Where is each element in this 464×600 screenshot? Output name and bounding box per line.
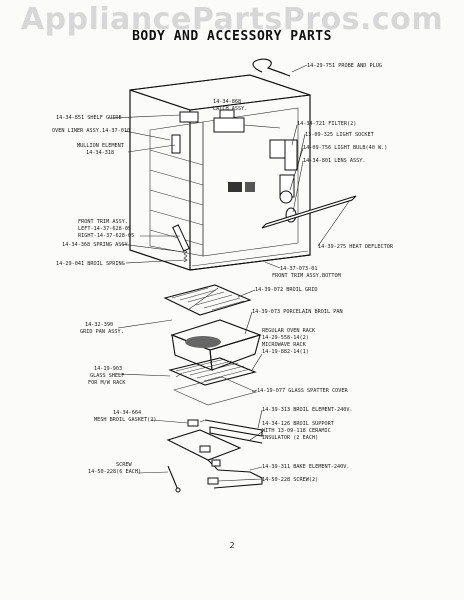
oven-rack bbox=[168, 357, 257, 386]
label-lens: 14-34-801 LENS ASSY. bbox=[303, 158, 365, 164]
label-glass-shelf-for: FOR M/W RACK bbox=[88, 380, 126, 386]
leader-lines bbox=[109, 64, 351, 482]
label-probe: 14-29-751 PROBE AND PLUG bbox=[307, 63, 382, 69]
label-broil-support: 14-34-126 BROIL SUPPORT bbox=[262, 421, 334, 427]
label-bake-element: 14-39-311 BAKE ELEMENT-240V. bbox=[262, 464, 349, 470]
label-spring-assy: 14-34-368 SPRING ASSY bbox=[62, 242, 128, 248]
watermark: AppliancePartsPros.com bbox=[20, 2, 444, 37]
heat-deflector bbox=[261, 195, 357, 229]
label-broil-support-with: WITH 13-09-118 CERAMIC bbox=[262, 428, 331, 434]
label-broil-grid: 14-39-072 BROIL GRID bbox=[255, 287, 317, 293]
label-oven-liner: OVEN LINER ASSY.14-37-010 bbox=[52, 128, 130, 134]
oven-body-illustration bbox=[129, 74, 311, 271]
label-mullion-name: MULLION ELEMENT bbox=[77, 143, 124, 149]
bake-element bbox=[166, 429, 263, 489]
label-grid-pan-number: 14-32-390 bbox=[85, 322, 113, 328]
label-front-trim-bottom-name: FRONT TRIM ASSY.BOTTOM bbox=[272, 273, 341, 279]
glass-spatter-cover bbox=[173, 376, 257, 406]
screw bbox=[167, 465, 181, 493]
mesh-broil-gasket bbox=[187, 419, 211, 453]
part-labels: 14-29-751 PROBE AND PLUG 14-34-868 LATCH… bbox=[52, 63, 394, 483]
broil-grid bbox=[163, 284, 252, 316]
label-broil-element: 14-39-313 BROIL ELEMENT-240V. bbox=[262, 407, 353, 413]
probe-and-plug bbox=[252, 58, 291, 77]
label-regular-rack: REGULAR OVEN RACK bbox=[262, 328, 316, 334]
label-heat-deflector: 14-39-275 HEAT DEFLECTOR bbox=[318, 244, 394, 250]
label-latch-name: LATCH ASSY. bbox=[213, 106, 247, 112]
label-filter: 14-34-721 FILTER(2) bbox=[297, 121, 356, 127]
label-porcelain-pan: 14-39-073 PORCELAIN BROIL PAN bbox=[252, 309, 343, 315]
label-light-bulb: 14-09-756 LIGHT BULB(40 W.) bbox=[303, 145, 387, 151]
label-microwave-rack: MICROWAVE RACK bbox=[262, 342, 307, 348]
label-mesh-gasket-name: MESH BROIL GASKET(2) bbox=[94, 417, 156, 423]
page-number: 2 bbox=[229, 541, 235, 550]
label-regular-rack-number: 14-29-558-14(2) bbox=[262, 335, 309, 341]
label-front-trim-name: FRONT TRIM ASSY. bbox=[78, 219, 128, 225]
label-screw-number: 14-50-228(6 EACH) bbox=[88, 469, 141, 475]
label-light-socket: 13-09-325 LIGHT SOCKET bbox=[305, 132, 374, 138]
label-front-trim-right: RIGHT-14-37-628-05 bbox=[78, 233, 134, 239]
label-splatter-cover: 14-19-077 GLASS SPATTER COVER bbox=[257, 388, 348, 394]
label-front-trim-left: LEFT-14-37-628-05 bbox=[78, 226, 131, 232]
label-broil-spring: 14-29-041 BROIL SPRING bbox=[56, 261, 125, 267]
label-front-trim-bottom-number: 14-37-073-01 bbox=[280, 266, 317, 272]
label-grid-pan-name: GRID PAN ASSY. bbox=[80, 329, 124, 335]
label-glass-shelf-name: GLASS SHELF bbox=[90, 373, 124, 379]
label-microwave-rack-number: 14-19-882-14(1) bbox=[262, 349, 309, 355]
label-glass-shelf-number: 14-19-903 bbox=[94, 366, 122, 372]
label-shelf-guide: 14-34-851 SHELF GUIDE bbox=[56, 115, 122, 121]
label-screw-2: 14-50-228 SCREW(2) bbox=[262, 477, 318, 483]
page-title: BODY AND ACCESSORY PARTS bbox=[132, 29, 332, 44]
label-latch-number: 14-34-868 bbox=[213, 99, 241, 105]
label-screw-name: SCREW bbox=[116, 462, 132, 468]
label-mullion-number: 14-34-318 bbox=[86, 150, 114, 156]
porcelain-broil-pan bbox=[170, 319, 262, 371]
label-broil-support-insulator: INSULATOR (2 EACH) bbox=[262, 435, 318, 441]
broil-element bbox=[199, 419, 263, 444]
label-mesh-gasket-number: 14-34-664 bbox=[113, 410, 141, 416]
